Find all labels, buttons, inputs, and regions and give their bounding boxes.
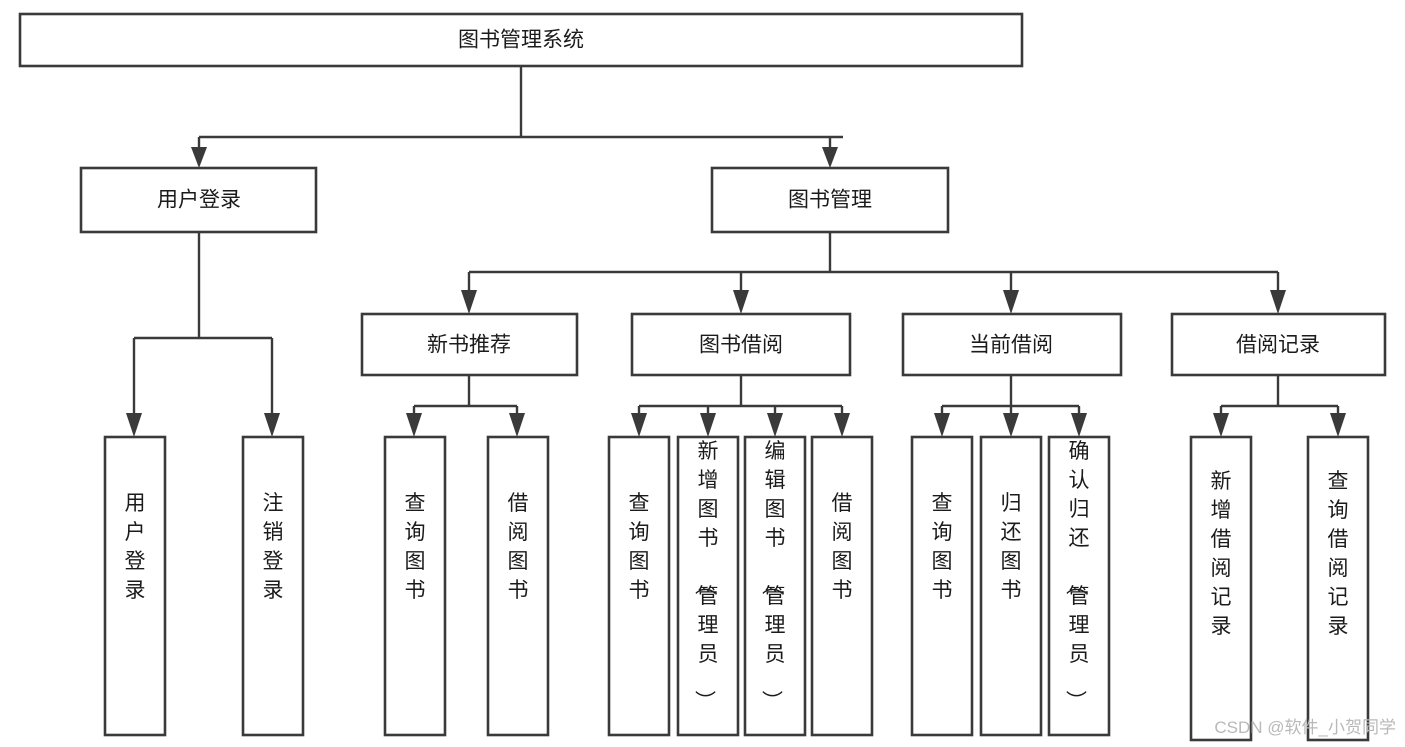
node-leaf-return-book[interactable]: 归还图书 [979, 435, 1043, 737]
node-leaf-borrow-book-1[interactable]: 借阅图书 [486, 435, 550, 737]
node-leaf-query-book-2[interactable]: 查询图书 [607, 435, 671, 737]
node-new-book-recommend-label: 新书推荐 [427, 334, 511, 357]
node-leaf-borrow-book-2-label: 借阅图书 [832, 492, 853, 602]
node-leaf-query-record-label: 查询借阅记录 [1328, 470, 1349, 638]
node-borrow-record-label: 借阅记录 [1236, 334, 1320, 357]
node-user-login[interactable]: 用户登录 [79, 166, 318, 234]
connector-currentborrow-to-leaves [934, 375, 1087, 437]
node-leaf-edit-book-label: 编辑图书（管理员） [760, 440, 786, 711]
connector-bookborrow-to-leaves [631, 375, 850, 437]
node-leaf-return-book-label: 归还图书 [1001, 492, 1022, 602]
connector-layer [126, 66, 1346, 437]
connector-userlogin-to-leaves [126, 232, 280, 437]
node-leaf-query-book-1-label: 查询图书 [405, 492, 426, 602]
node-leaf-user-login-label: 用户登录 [125, 492, 146, 602]
node-leaf-add-record-label: 新增借阅记录 [1211, 470, 1232, 638]
node-leaf-query-book-3-label: 查询图书 [932, 492, 953, 602]
node-leaf-add-book-label: 新增图书（管理员） [693, 440, 719, 711]
node-leaf-borrow-book-1-label: 借阅图书 [508, 492, 529, 602]
node-leaf-add-record[interactable]: 新增借阅记录 [1189, 435, 1253, 742]
connector-newbook-to-leaves [406, 375, 525, 437]
node-leaf-borrow-book-2[interactable]: 借阅图书 [810, 435, 874, 737]
node-book-borrow[interactable]: 图书借阅 [630, 312, 852, 377]
node-book-management-label: 图书管理 [788, 189, 872, 212]
node-leaf-query-book-2-label: 查询图书 [629, 492, 650, 602]
node-leaf-edit-book[interactable]: 编辑图书（管理员） [743, 435, 807, 737]
node-root-label: 图书管理系统 [458, 29, 584, 52]
node-leaf-logout-label: 注销登录 [263, 492, 284, 602]
node-leaf-confirm-return[interactable]: 确认归还（管理员） [1047, 435, 1111, 737]
node-leaf-query-book-3[interactable]: 查询图书 [910, 435, 974, 737]
node-leaf-logout[interactable]: 注销登录 [241, 435, 305, 737]
node-leaf-add-book[interactable]: 新增图书（管理员） [676, 435, 740, 737]
csdn-watermark: CSDN @软件_小贺同学 [1214, 718, 1396, 737]
node-new-book-recommend[interactable]: 新书推荐 [360, 312, 579, 377]
node-book-management[interactable]: 图书管理 [710, 166, 950, 234]
node-current-borrow[interactable]: 当前借阅 [901, 312, 1123, 377]
node-borrow-record[interactable]: 借阅记录 [1170, 312, 1387, 377]
node-leaf-query-record[interactable]: 查询借阅记录 [1306, 435, 1370, 742]
node-leaf-user-login[interactable]: 用户登录 [103, 435, 167, 737]
node-book-borrow-label: 图书借阅 [699, 334, 783, 357]
connector-bookmgmt-to-level3 [461, 232, 1286, 314]
node-root[interactable]: 图书管理系统 [18, 12, 1024, 68]
node-user-login-label: 用户登录 [157, 189, 241, 212]
node-leaf-confirm-return-label: 确认归还（管理员） [1064, 440, 1090, 711]
node-leaf-query-book-1[interactable]: 查询图书 [383, 435, 447, 737]
connector-root-to-level2 [191, 66, 843, 168]
node-current-borrow-label: 当前借阅 [969, 334, 1053, 357]
connector-borrowrecord-to-leaves [1213, 375, 1346, 437]
